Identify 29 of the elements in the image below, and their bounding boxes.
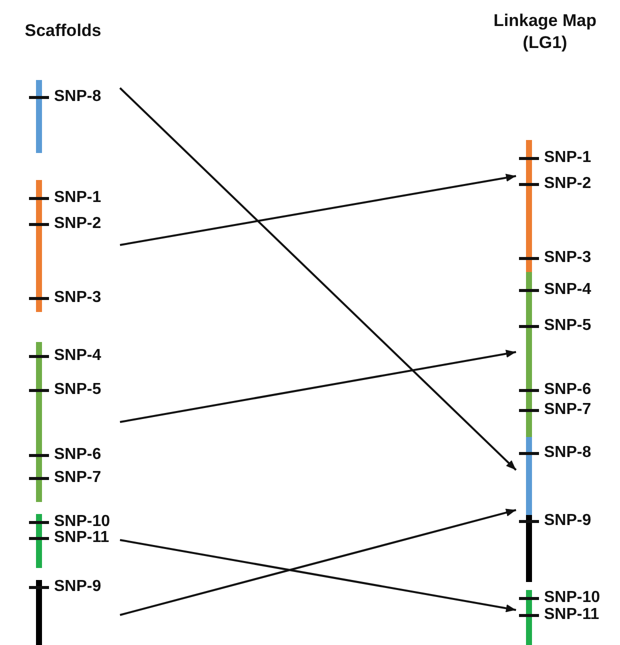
- snp-label: SNP-4: [54, 347, 102, 365]
- snp-label: SNP-1: [544, 149, 592, 167]
- arrow: [119, 87, 517, 471]
- snp-label: SNP-10: [544, 589, 600, 607]
- snp-label: SNP-5: [544, 317, 592, 335]
- snp-label: SNP-7: [54, 469, 102, 487]
- snp-label: SNP-2: [54, 215, 102, 233]
- snp-label: SNP-11: [54, 529, 110, 547]
- snp-label: SNP-11: [544, 606, 600, 624]
- arrow: [120, 174, 516, 246]
- arrow: [120, 350, 516, 423]
- column-heading: Scaffolds: [24, 20, 102, 42]
- snp-label: SNP-1: [54, 189, 102, 207]
- snp-label: SNP-10: [54, 513, 110, 530]
- snp-label: SNP-9: [54, 578, 102, 596]
- snp-label: SNP-6: [54, 446, 102, 464]
- snp-label: SNP-3: [544, 249, 592, 267]
- snp-label: SNP-4: [544, 281, 592, 299]
- snp-label: SNP-2: [544, 175, 592, 193]
- column-heading: Linkage Map (LG1): [492, 10, 598, 54]
- arrow: [120, 508, 516, 616]
- snp-label: SNP-8: [544, 444, 592, 462]
- snp-label: SNP-8: [54, 88, 102, 106]
- snp-label: SNP-9: [544, 512, 592, 530]
- snp-label: SNP-7: [544, 401, 592, 419]
- snp-label: SNP-6: [544, 381, 592, 399]
- snp-label: SNP-5: [54, 381, 102, 399]
- snp-label: SNP-3: [54, 289, 102, 307]
- arrow: [120, 539, 516, 612]
